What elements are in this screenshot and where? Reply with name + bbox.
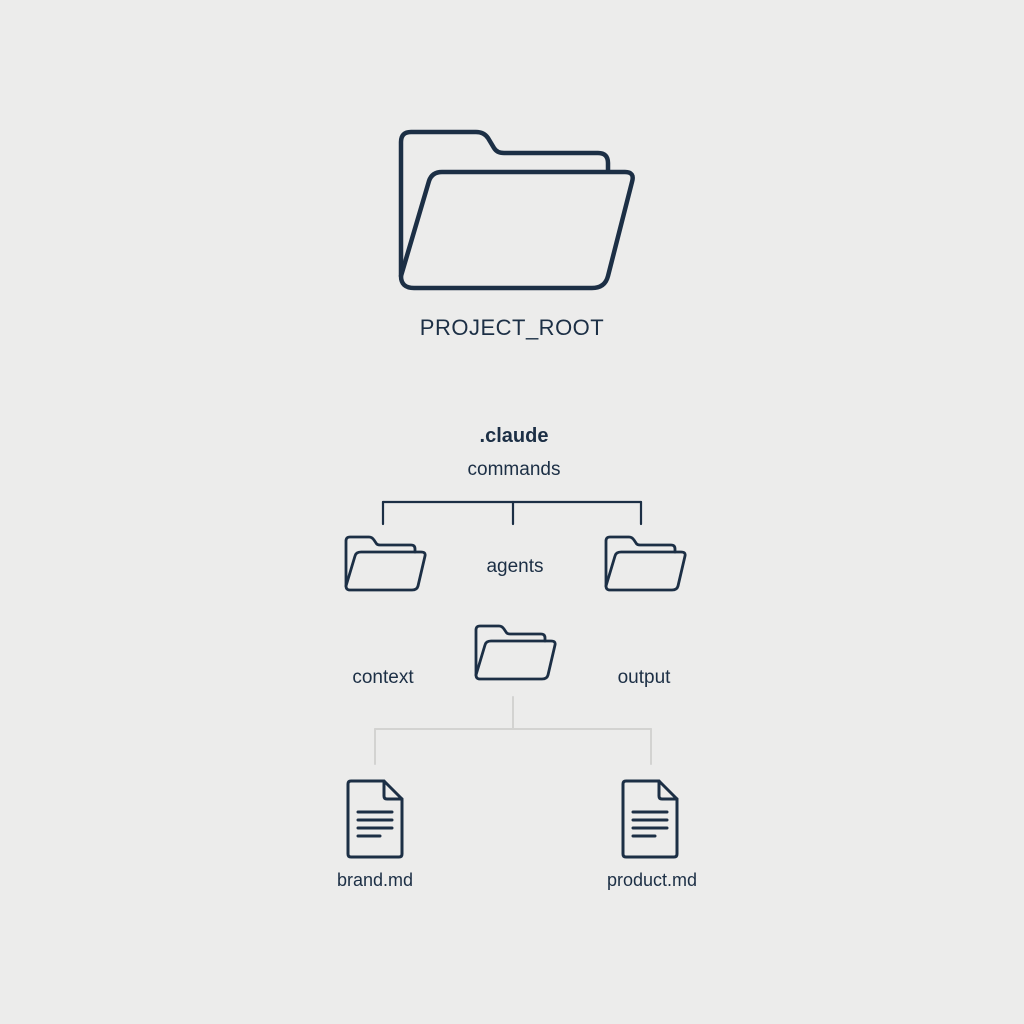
document-icon (346, 779, 404, 859)
file-label-product: product.md (606, 870, 698, 890)
folder-icon (344, 535, 427, 592)
agents-folder-label: agents (486, 556, 544, 577)
folder-icon (474, 624, 557, 681)
file-label-brand: brand.md (336, 870, 414, 890)
commands-folder-label: commands (467, 459, 561, 480)
output-folder-label: output (617, 667, 671, 688)
root-folder-label: PROJECT_ROOT (419, 315, 605, 340)
folder-icon (398, 129, 635, 291)
folder-icon (604, 535, 687, 592)
document-icon (621, 779, 679, 859)
claude-folder-label: .claude (479, 425, 549, 447)
context-folder-label: context (352, 667, 414, 688)
